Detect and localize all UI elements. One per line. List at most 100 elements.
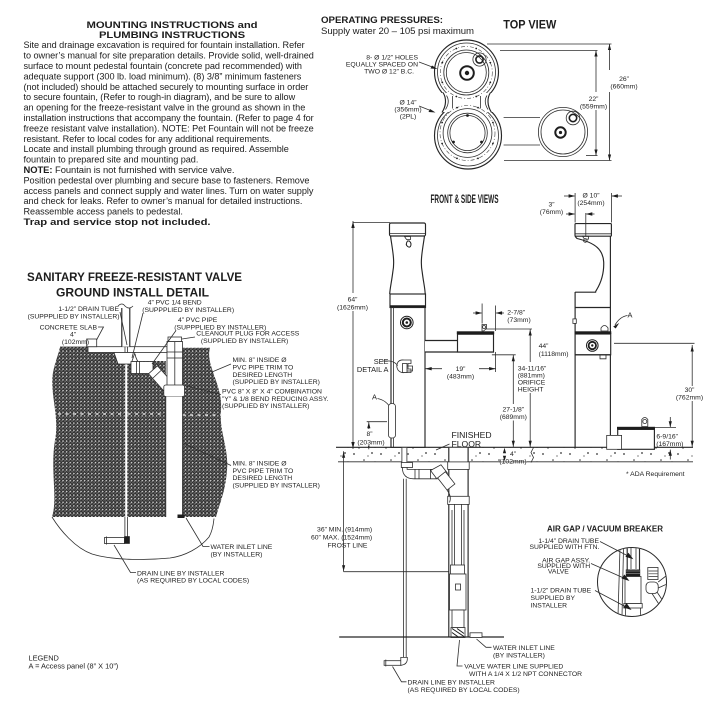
svg-text:HEIGHT: HEIGHT bbox=[518, 387, 544, 394]
svg-text:(1626mm): (1626mm) bbox=[337, 304, 368, 311]
svg-text:an opening for the freeze-resi: an opening for the freeze-resistant valv… bbox=[24, 103, 306, 113]
svg-text:(BY INSTALLER): (BY INSTALLER) bbox=[493, 653, 545, 660]
svg-text:AIR GAP / VACUUM BREAKER: AIR GAP / VACUUM BREAKER bbox=[547, 524, 664, 534]
svg-text:MIN. 8” INSIDE Ø: MIN. 8” INSIDE Ø bbox=[233, 461, 288, 468]
svg-text:(SUPPPLIED BY INSTALLER): (SUPPPLIED BY INSTALLER) bbox=[174, 324, 266, 331]
svg-text:(AS REQUIRED BY LOCAL CODES): (AS REQUIRED BY LOCAL CODES) bbox=[137, 578, 249, 585]
svg-text:(SUPPLIED BY INSTALLER): (SUPPLIED BY INSTALLER) bbox=[222, 403, 309, 410]
svg-text:(76mm): (76mm) bbox=[540, 209, 563, 216]
svg-text:(881mm): (881mm) bbox=[518, 373, 545, 380]
svg-text:(2PL): (2PL) bbox=[400, 114, 417, 121]
svg-text:(SUPPLIED BY INSTALLER): (SUPPLIED BY INSTALLER) bbox=[233, 482, 320, 489]
svg-text:resistant. Refer to local code: resistant. Refer to local codes for any … bbox=[24, 134, 272, 144]
svg-text:A = Access panel (8” X 10”): A = Access panel (8” X 10”) bbox=[29, 662, 119, 671]
svg-text:FINISHED: FINISHED bbox=[452, 430, 492, 440]
svg-text:34-11/16”: 34-11/16” bbox=[518, 366, 547, 373]
svg-text:and check for leaks. Refer to: and check for leaks. Refer to owner’s ma… bbox=[24, 196, 303, 206]
svg-text:4” PVC 1/4 BEND: 4” PVC 1/4 BEND bbox=[148, 300, 202, 307]
svg-text:WATER INLET LINE: WATER INLET LINE bbox=[211, 544, 273, 551]
svg-text:INSTALLER: INSTALLER bbox=[531, 603, 568, 610]
svg-text:PVC 8” X 8” X 4” COMBINATION: PVC 8” X 8” X 4” COMBINATION bbox=[222, 389, 322, 396]
svg-text:fountain to prepared site and: fountain to prepared site and mounting p… bbox=[24, 155, 199, 165]
svg-text:PVC PIPE TRIM TO: PVC PIPE TRIM TO bbox=[233, 364, 294, 371]
svg-text:64”: 64” bbox=[348, 297, 359, 304]
svg-text:FRONT & SIDE VIEWS: FRONT & SIDE VIEWS bbox=[431, 192, 499, 206]
svg-text:FROST LINE: FROST LINE bbox=[328, 543, 368, 550]
svg-text:PLUMBING INSTRUCTIONS: PLUMBING INSTRUCTIONS bbox=[99, 30, 245, 40]
svg-text:(BY INSTALLER): (BY INSTALLER) bbox=[211, 551, 263, 558]
svg-text:(660mm): (660mm) bbox=[610, 84, 637, 91]
svg-text:(102mm): (102mm) bbox=[499, 459, 526, 466]
svg-text:DETAIL A: DETAIL A bbox=[357, 365, 389, 374]
svg-text:SUPPLIED BY: SUPPLIED BY bbox=[531, 595, 576, 602]
svg-text:SUPPLIED WITH: SUPPLIED WITH bbox=[537, 563, 590, 570]
svg-text:6-9/16”: 6-9/16” bbox=[656, 433, 678, 440]
svg-text:Trap and service stop not incl: Trap and service stop not included. bbox=[24, 217, 211, 227]
svg-text:(356mm): (356mm) bbox=[394, 107, 421, 114]
svg-text:(483mm): (483mm) bbox=[447, 374, 474, 381]
svg-text:DRAIN LINE BY INSTALLER: DRAIN LINE BY INSTALLER bbox=[408, 680, 495, 687]
svg-text:8- Ø 1/2” HOLES: 8- Ø 1/2” HOLES bbox=[366, 55, 418, 62]
svg-text:27-1/8”: 27-1/8” bbox=[503, 407, 525, 414]
svg-text:A: A bbox=[628, 311, 633, 320]
svg-text:Ø 14”: Ø 14” bbox=[400, 100, 418, 107]
svg-text:(762mm): (762mm) bbox=[676, 395, 703, 402]
svg-text:4”: 4” bbox=[510, 451, 517, 458]
svg-text:”Y” & 1/8 BEND REDUCING ASSY.: ”Y” & 1/8 BEND REDUCING ASSY. bbox=[222, 396, 329, 403]
svg-text:CONCRETE SLAB: CONCRETE SLAB bbox=[40, 325, 98, 332]
svg-text:22”: 22” bbox=[589, 96, 600, 103]
svg-text:adequate support (300 lb. load: adequate support (300 lb. load minimum).… bbox=[24, 71, 302, 81]
svg-text:OPERATING PRESSURES:: OPERATING PRESSURES: bbox=[321, 15, 443, 25]
svg-text:Site and drainage excavation i: Site and drainage excavation is required… bbox=[24, 40, 305, 50]
svg-text:MOUNTING INSTRUCTIONS and: MOUNTING INSTRUCTIONS and bbox=[87, 20, 258, 30]
svg-text:36” MIN. (914mm): 36” MIN. (914mm) bbox=[317, 527, 372, 534]
svg-text:AIR GAP ASSY.: AIR GAP ASSY. bbox=[542, 557, 590, 564]
svg-text:DRAIN LINE BY INSTALLER: DRAIN LINE BY INSTALLER bbox=[137, 570, 224, 577]
svg-text:(SUPPPLIED BY INSTALLER): (SUPPPLIED BY INSTALLER) bbox=[142, 307, 234, 314]
svg-text:1-1/2” DRAIN TUBE: 1-1/2” DRAIN TUBE bbox=[531, 588, 592, 595]
svg-text:(167mm): (167mm) bbox=[656, 441, 683, 448]
svg-text:ORIFICE: ORIFICE bbox=[518, 380, 546, 387]
svg-text:(not included) should be attac: (not included) should be attached secure… bbox=[24, 82, 309, 92]
svg-text:DESIRED LENGTH: DESIRED LENGTH bbox=[233, 475, 293, 482]
svg-text:(559mm): (559mm) bbox=[580, 104, 607, 111]
svg-text:EQUALLY SPACED ON: EQUALLY SPACED ON bbox=[346, 62, 418, 69]
svg-text:SANITARY FREEZE-RESISTANT VALV: SANITARY FREEZE-RESISTANT VALVE bbox=[27, 270, 242, 284]
svg-text:(1118mm): (1118mm) bbox=[539, 351, 569, 358]
svg-text:(AS REQUIRED BY LOCAL CODES): (AS REQUIRED BY LOCAL CODES) bbox=[408, 687, 520, 694]
svg-text:4”: 4” bbox=[70, 332, 77, 339]
svg-text:installation instructions that: installation instructions that accompany… bbox=[24, 113, 314, 123]
svg-text:surface to mount pedestal foun: surface to mount pedestal fountain (conc… bbox=[24, 61, 302, 71]
svg-text:TOP VIEW: TOP VIEW bbox=[503, 18, 557, 32]
svg-text:1-1/4” DRAIN TUBE: 1-1/4” DRAIN TUBE bbox=[538, 538, 599, 545]
svg-text:(73mm): (73mm) bbox=[507, 317, 530, 324]
svg-text:freeze resistant valve install: freeze resistant valve installation). NO… bbox=[24, 123, 314, 133]
svg-text:30”: 30” bbox=[685, 387, 696, 394]
svg-text:SEE: SEE bbox=[374, 357, 389, 366]
svg-text:WATER INLET LINE: WATER INLET LINE bbox=[493, 645, 555, 652]
svg-text:WITH A 1/4 X 1/2 NPT CONNECTOR: WITH A 1/4 X 1/2 NPT CONNECTOR bbox=[469, 671, 582, 678]
svg-text:GROUND INSTALL DETAIL: GROUND INSTALL DETAIL bbox=[56, 286, 209, 300]
svg-text:(102mm): (102mm) bbox=[62, 339, 89, 346]
svg-text:(SUPPLIED BY INSTALLER): (SUPPLIED BY INSTALLER) bbox=[233, 379, 320, 386]
svg-text:1-1/2” DRAIN TUBE: 1-1/2” DRAIN TUBE bbox=[58, 306, 119, 313]
svg-text:4” PVC PIPE: 4” PVC PIPE bbox=[178, 317, 218, 324]
svg-text:60” MAX. (1524mm): 60” MAX. (1524mm) bbox=[311, 535, 372, 542]
svg-text:DESIRED LENGTH: DESIRED LENGTH bbox=[233, 372, 293, 379]
svg-text:(254mm): (254mm) bbox=[577, 200, 604, 207]
svg-text:access panels and connect supp: access panels and connect supply and wat… bbox=[24, 186, 314, 196]
svg-text:TWO Ø 12” B.C.: TWO Ø 12” B.C. bbox=[364, 69, 414, 76]
svg-text:26”: 26” bbox=[619, 76, 630, 83]
svg-text:VALVE WATER LINE SUPPLIED: VALVE WATER LINE SUPPLIED bbox=[464, 664, 563, 671]
svg-text:MIN. 8” INSIDE Ø: MIN. 8” INSIDE Ø bbox=[233, 357, 288, 364]
svg-text:Locate and install plumbing th: Locate and install plumbing through grou… bbox=[24, 144, 289, 154]
svg-text:Supply water 20 – 105 psi maxi: Supply water 20 – 105 psi maximum bbox=[321, 26, 474, 36]
svg-text:LEGEND: LEGEND bbox=[29, 654, 59, 663]
svg-text:44”: 44” bbox=[539, 343, 550, 350]
svg-text:(SUPPLIED BY INSTALLER): (SUPPLIED BY INSTALLER) bbox=[201, 338, 288, 345]
svg-text:2-7/8”: 2-7/8” bbox=[507, 310, 525, 317]
svg-text:A: A bbox=[372, 393, 377, 402]
svg-text:NOTE: Fountain is not furnishe: NOTE: Fountain is not furnished with ser… bbox=[24, 165, 235, 175]
svg-text:8”: 8” bbox=[366, 431, 373, 438]
svg-text:SUPPLIED WITH FTN.: SUPPLIED WITH FTN. bbox=[530, 544, 600, 551]
